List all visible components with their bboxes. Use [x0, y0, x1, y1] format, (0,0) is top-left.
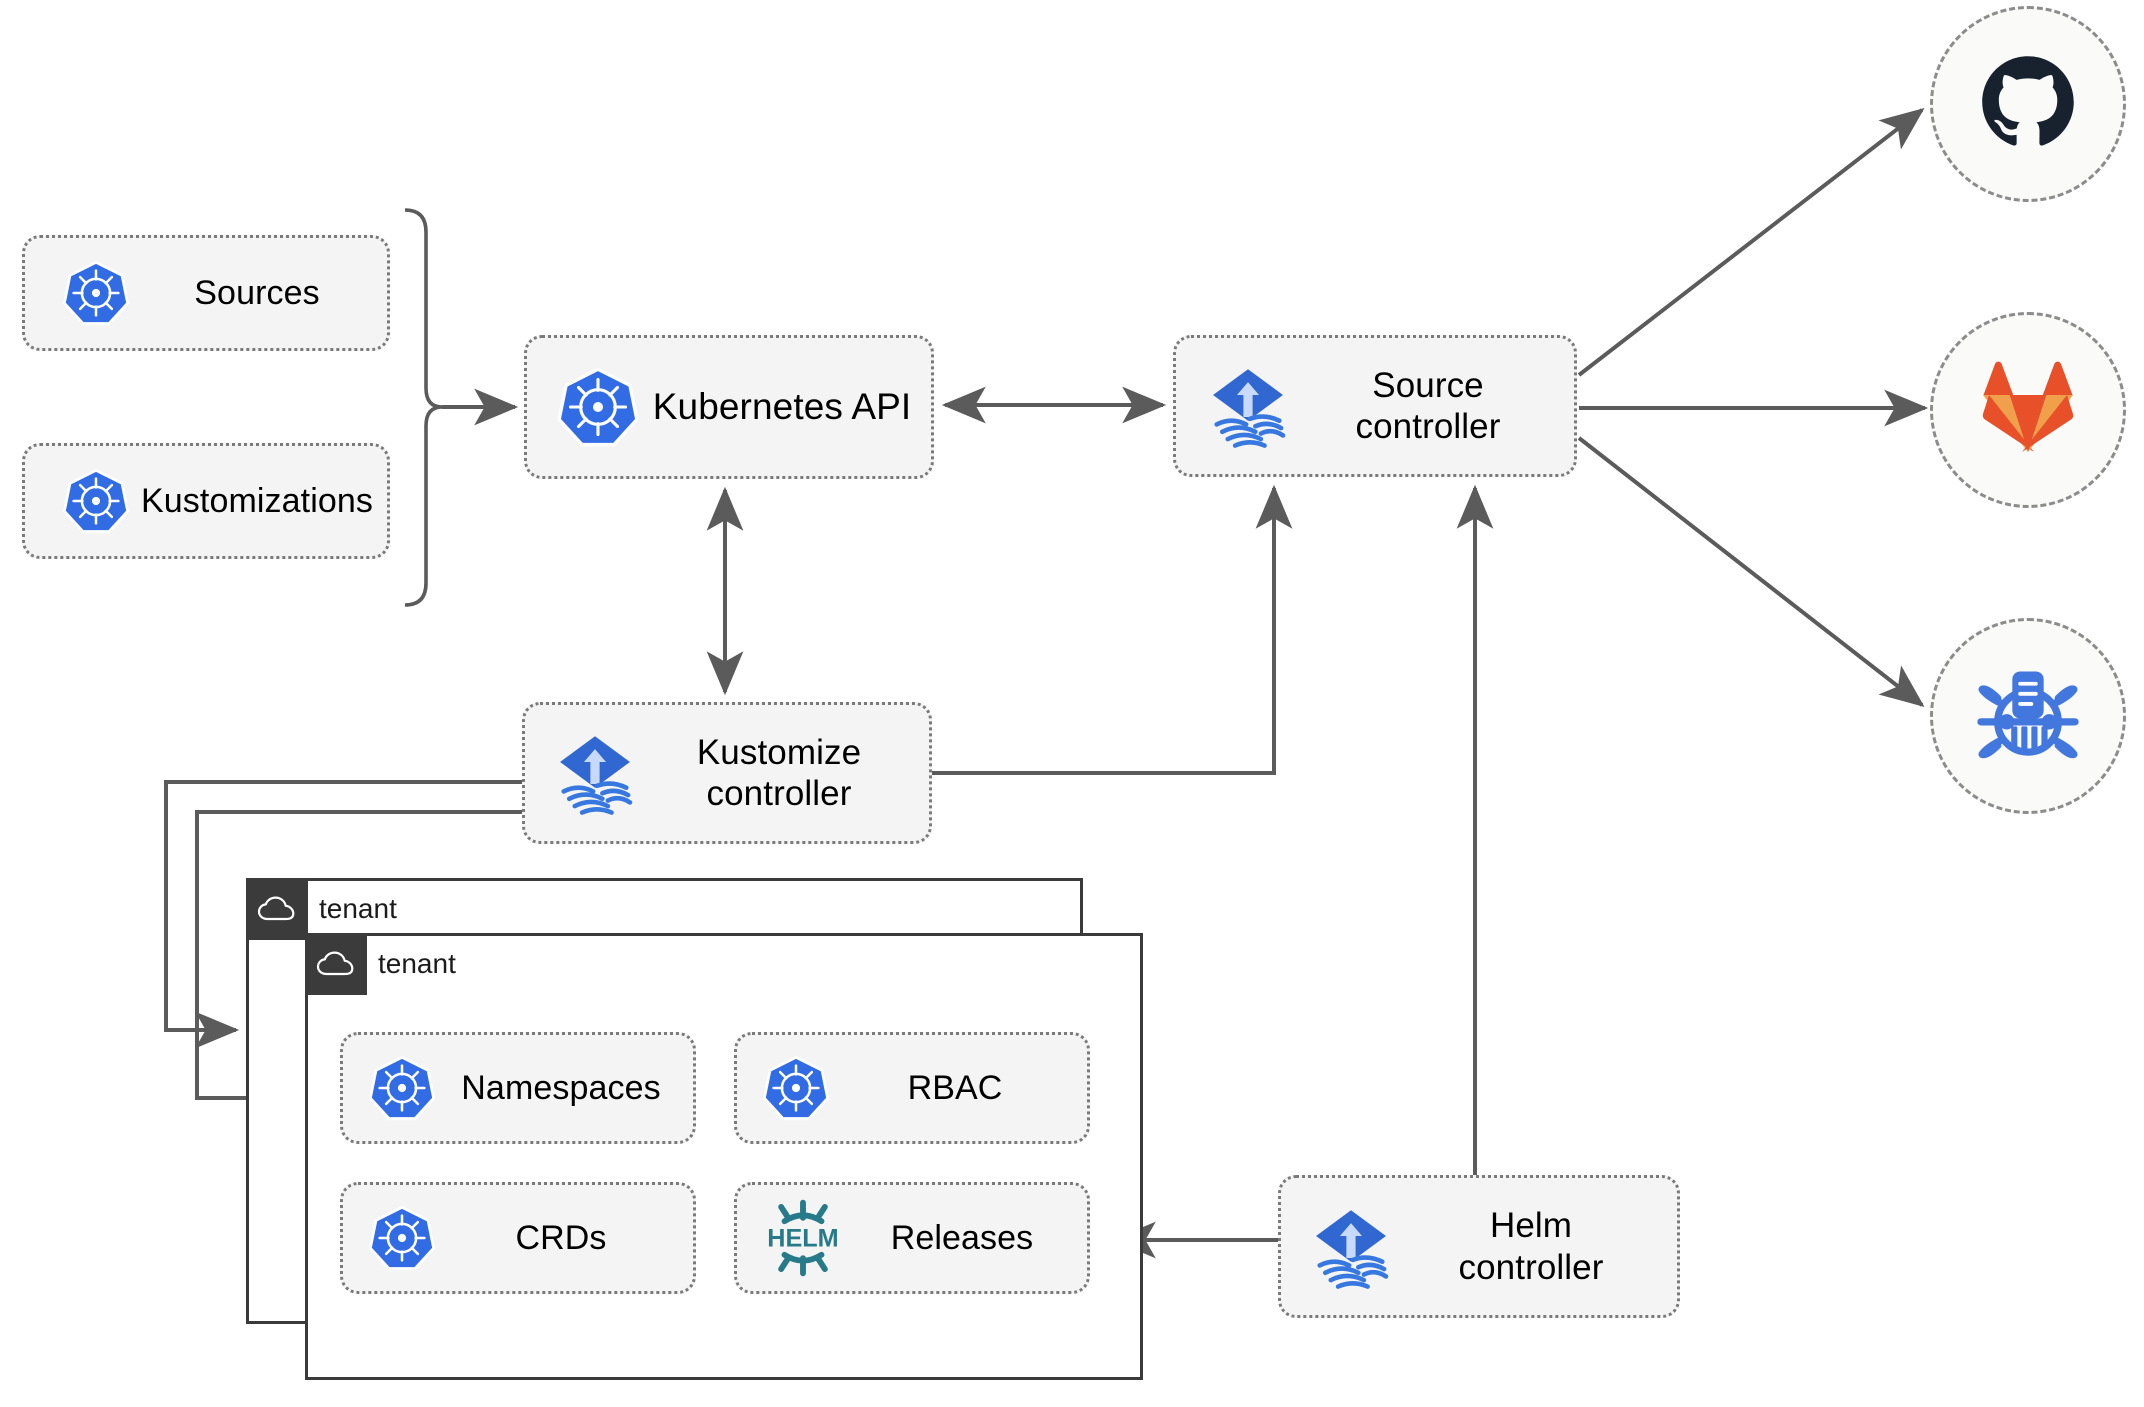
gitlab-icon — [1978, 360, 2078, 461]
endpoint-helm-repository[interactable] — [1930, 618, 2126, 814]
node-label: Kustomizations — [141, 481, 373, 520]
helm-chart-repo-icon — [1972, 658, 2084, 775]
node-label: CRDs — [515, 1218, 607, 1257]
kubernetes-icon — [555, 364, 641, 450]
node-kustomizations[interactable]: Kustomizations — [22, 443, 390, 559]
group-brace — [404, 208, 443, 607]
node-source-controller[interactable]: Source controller — [1173, 335, 1577, 477]
node-releases[interactable]: HELM Releases — [734, 1182, 1090, 1294]
node-label: Namespaces — [461, 1068, 661, 1107]
node-label: Source controller — [1355, 365, 1501, 446]
edge-source-to-github — [1577, 108, 1925, 377]
flux-icon — [549, 727, 641, 819]
tenant-frame-2: tenant — [305, 933, 1143, 1380]
node-label: Kubernetes API — [652, 386, 912, 428]
node-label: Releases — [890, 1218, 1034, 1257]
cloud-icon — [246, 878, 308, 940]
endpoint-github[interactable] — [1930, 6, 2126, 202]
tenant-title-2: tenant — [378, 948, 456, 979]
kubernetes-icon — [367, 1053, 437, 1123]
node-label: RBAC — [907, 1068, 1003, 1107]
kubernetes-icon — [367, 1203, 437, 1273]
node-kustomize-controller[interactable]: Kustomize controller — [522, 702, 932, 844]
kubernetes-icon — [61, 258, 131, 328]
node-sources[interactable]: Sources — [22, 235, 390, 351]
edge-kustomize-to-source — [932, 484, 1293, 775]
kubernetes-icon — [61, 466, 131, 536]
node-label: Helm controller — [1458, 1206, 1604, 1287]
node-crds[interactable]: CRDs — [340, 1182, 696, 1294]
github-icon — [1976, 50, 2080, 159]
node-label: Sources — [194, 273, 320, 312]
endpoint-gitlab[interactable] — [1930, 312, 2126, 508]
node-label: Kustomize controller — [696, 732, 862, 813]
flux-icon — [1305, 1201, 1397, 1293]
node-kubernetes-api[interactable]: Kubernetes API — [524, 335, 934, 479]
edge-source-to-helmrepo — [1577, 436, 1925, 707]
node-rbac[interactable]: RBAC — [734, 1032, 1090, 1144]
helm-icon: HELM — [761, 1196, 845, 1280]
helm-wordmark: HELM — [767, 1224, 838, 1252]
cloud-icon — [305, 933, 367, 995]
tenant-title-1: tenant — [319, 893, 397, 924]
node-namespaces[interactable]: Namespaces — [340, 1032, 696, 1144]
flux-icon — [1202, 360, 1294, 452]
node-helm-controller[interactable]: Helm controller — [1278, 1175, 1680, 1318]
kubernetes-icon — [761, 1053, 831, 1123]
